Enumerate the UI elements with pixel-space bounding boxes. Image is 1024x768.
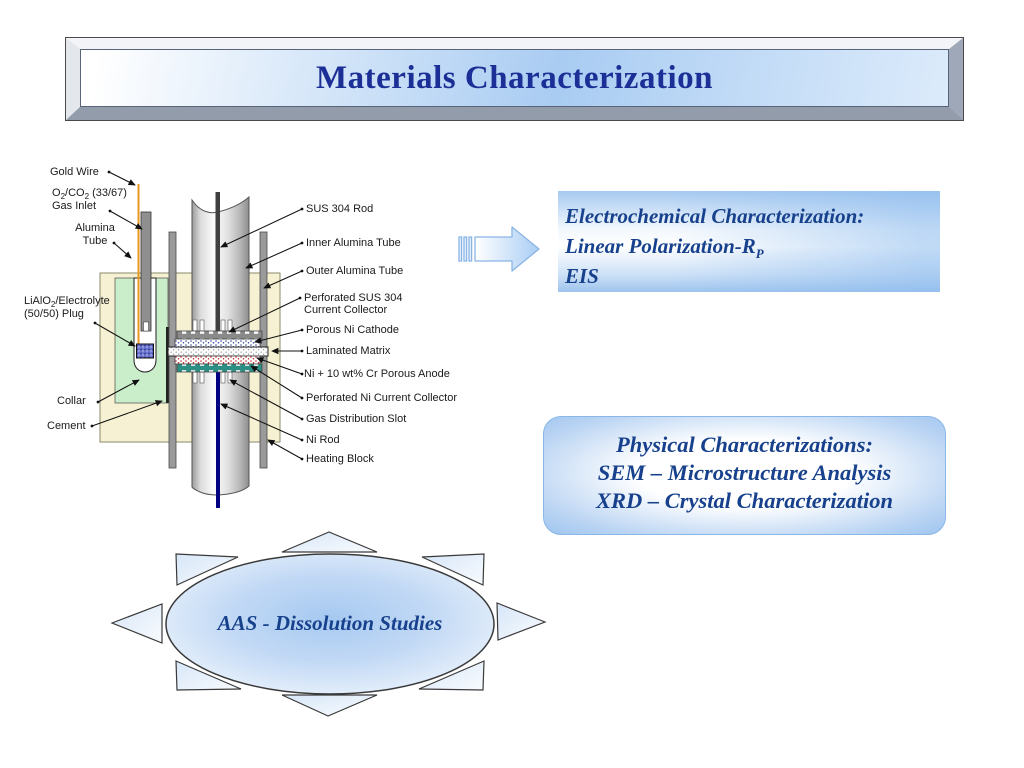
eis-line: EIS [565,264,599,288]
electrochemical-panel: Electrochemical Characterization: Linear… [558,191,940,292]
banner-panel: Materials Characterization [80,49,949,107]
leader-lines [91,171,303,460]
ni-cr-porous-anode [174,355,261,365]
label-gas-distribution-slot: Gas Distribution Slot [306,413,407,425]
label-perforated-ni-collector: Perforated Ni Current Collector [306,392,458,404]
sun-rays [110,531,547,717]
label-collar: Collar [57,395,86,407]
reference-alumina-tube [140,211,152,332]
title-banner: Materials Characterization [65,37,964,121]
apparatus-diagram [90,170,304,508]
aas-label: AAS - Dissolution Studies [217,611,443,635]
porous-ni-cathode [174,338,261,348]
label-gas-inlet: O2/CO2 (33/67) Gas Inlet [52,187,127,212]
banner-bevel-frame: Materials Characterization [66,38,963,120]
label-ni-cr-porous-anode: Ni + 10 wt% Cr Porous Anode [304,368,450,380]
perforated-sus304-current-collector [176,330,263,340]
label-outer-alumina-tube: Outer Alumina Tube [306,265,404,277]
label-inner-alumina-tube: Inner Alumina Tube [306,237,401,249]
label-heating-block: Heating Block [306,453,374,465]
aas-sun-shape [110,531,547,717]
sem-line: SEM – Microstructure Analysis [597,460,892,485]
electrolyte-plug [136,343,154,359]
label-alumina-tube: Alumina Tube [75,222,115,247]
ni-rod [216,372,220,508]
label-cement: Cement [47,420,86,432]
leader-dots [90,170,304,461]
physical-panel: Physical Characterizations: SEM – Micros… [543,416,946,535]
label-gold-wire: Gold Wire [50,166,99,178]
laminated-matrix [167,346,269,357]
label-electrolyte-plug: LiAlO2/Electrolyte (50/50) Plug [24,295,110,320]
label-perforated-sus304-collector: Perforated SUS 304 Current Collector [304,292,403,316]
label-sus-304-rod: SUS 304 Rod [306,203,374,215]
aas-ellipse [165,553,495,695]
reference-tube-slot [143,321,149,332]
label-ni-rod: Ni Rod [306,434,340,446]
label-porous-ni-cathode: Porous Ni Cathode [306,324,399,336]
label-laminated-matrix: Laminated Matrix [306,345,391,357]
physical-title: Physical Characterizations: [616,432,873,457]
perforated-ni-current-collector [176,363,263,373]
electrochemical-title: Electrochemical Characterization: [565,204,865,228]
page-title: Materials Characterization [316,59,713,96]
xrd-line: XRD – Crystal Characterization [596,488,893,513]
striped-right-arrow [458,226,540,272]
linear-polarization-line: Linear Polarization-RP [565,234,764,262]
sus-304-rod [215,192,220,331]
cement-seal [166,327,170,403]
